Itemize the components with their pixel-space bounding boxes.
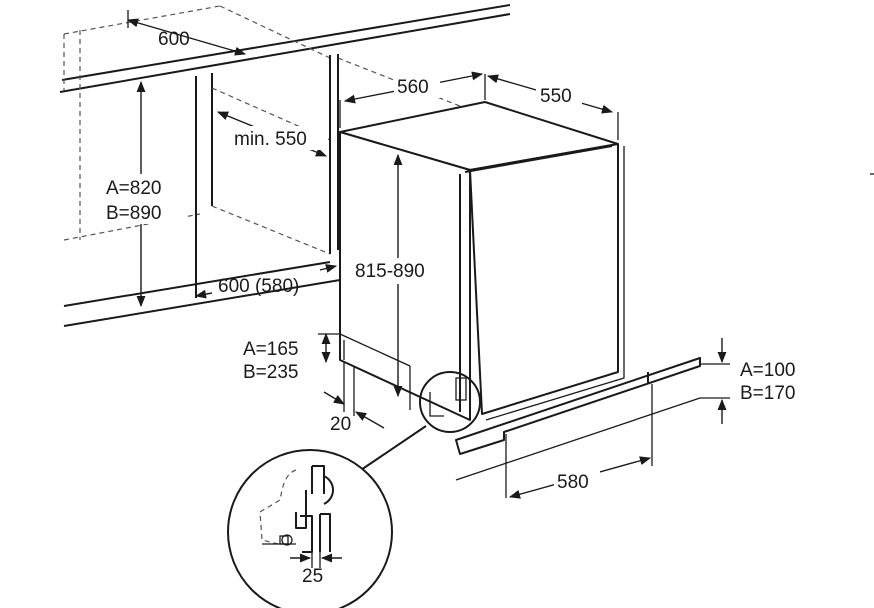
dimension-plinth-width: 580 xyxy=(508,456,652,499)
label-niche-min-depth: min. 550 xyxy=(234,129,307,150)
dimension-appliance-depth: 550 xyxy=(486,74,619,140)
label-foot-offset: 20 xyxy=(330,414,351,435)
dimension-foot-height: A=165 B=235 xyxy=(243,332,340,383)
label-foot-height-a: A=165 xyxy=(243,339,298,360)
label-detail-gap: 25 xyxy=(302,566,323,587)
dimension-niche-min-depth: min. 550 xyxy=(216,111,328,157)
label-niche-height-a: A=820 xyxy=(106,178,161,199)
label-appliance-width: 560 xyxy=(397,77,429,98)
label-foot-height-b: B=235 xyxy=(243,362,298,383)
plinth-panel xyxy=(455,357,701,498)
label-plinth-height-a: A=100 xyxy=(740,360,795,381)
label-niche-width: 600 xyxy=(158,29,190,50)
dimension-plinth-height: A=100 B=170 xyxy=(700,338,795,424)
detail-view: 25 xyxy=(227,449,393,608)
label-niche-bottom-depth: 600 (580) xyxy=(218,276,299,297)
dimension-niche-width: 600 xyxy=(126,10,247,56)
label-plinth-height-b: B=170 xyxy=(740,383,795,404)
label-appliance-height: 815-890 xyxy=(355,261,425,282)
detail-leader-line xyxy=(354,425,427,475)
dimension-niche-height: A=820 B=890 xyxy=(102,80,184,308)
label-appliance-depth: 550 xyxy=(540,86,572,107)
label-niche-height-b: B=890 xyxy=(106,203,161,224)
dimension-appliance-width: 560 xyxy=(339,71,486,128)
label-plinth-width: 580 xyxy=(557,472,589,493)
dimension-appliance-height: 815-890 xyxy=(352,153,444,398)
dimension-niche-bottom-depth: 600 (580) xyxy=(194,264,338,299)
dimension-foot-offset: 20 xyxy=(323,362,385,435)
detail-marker-circle xyxy=(419,371,481,433)
